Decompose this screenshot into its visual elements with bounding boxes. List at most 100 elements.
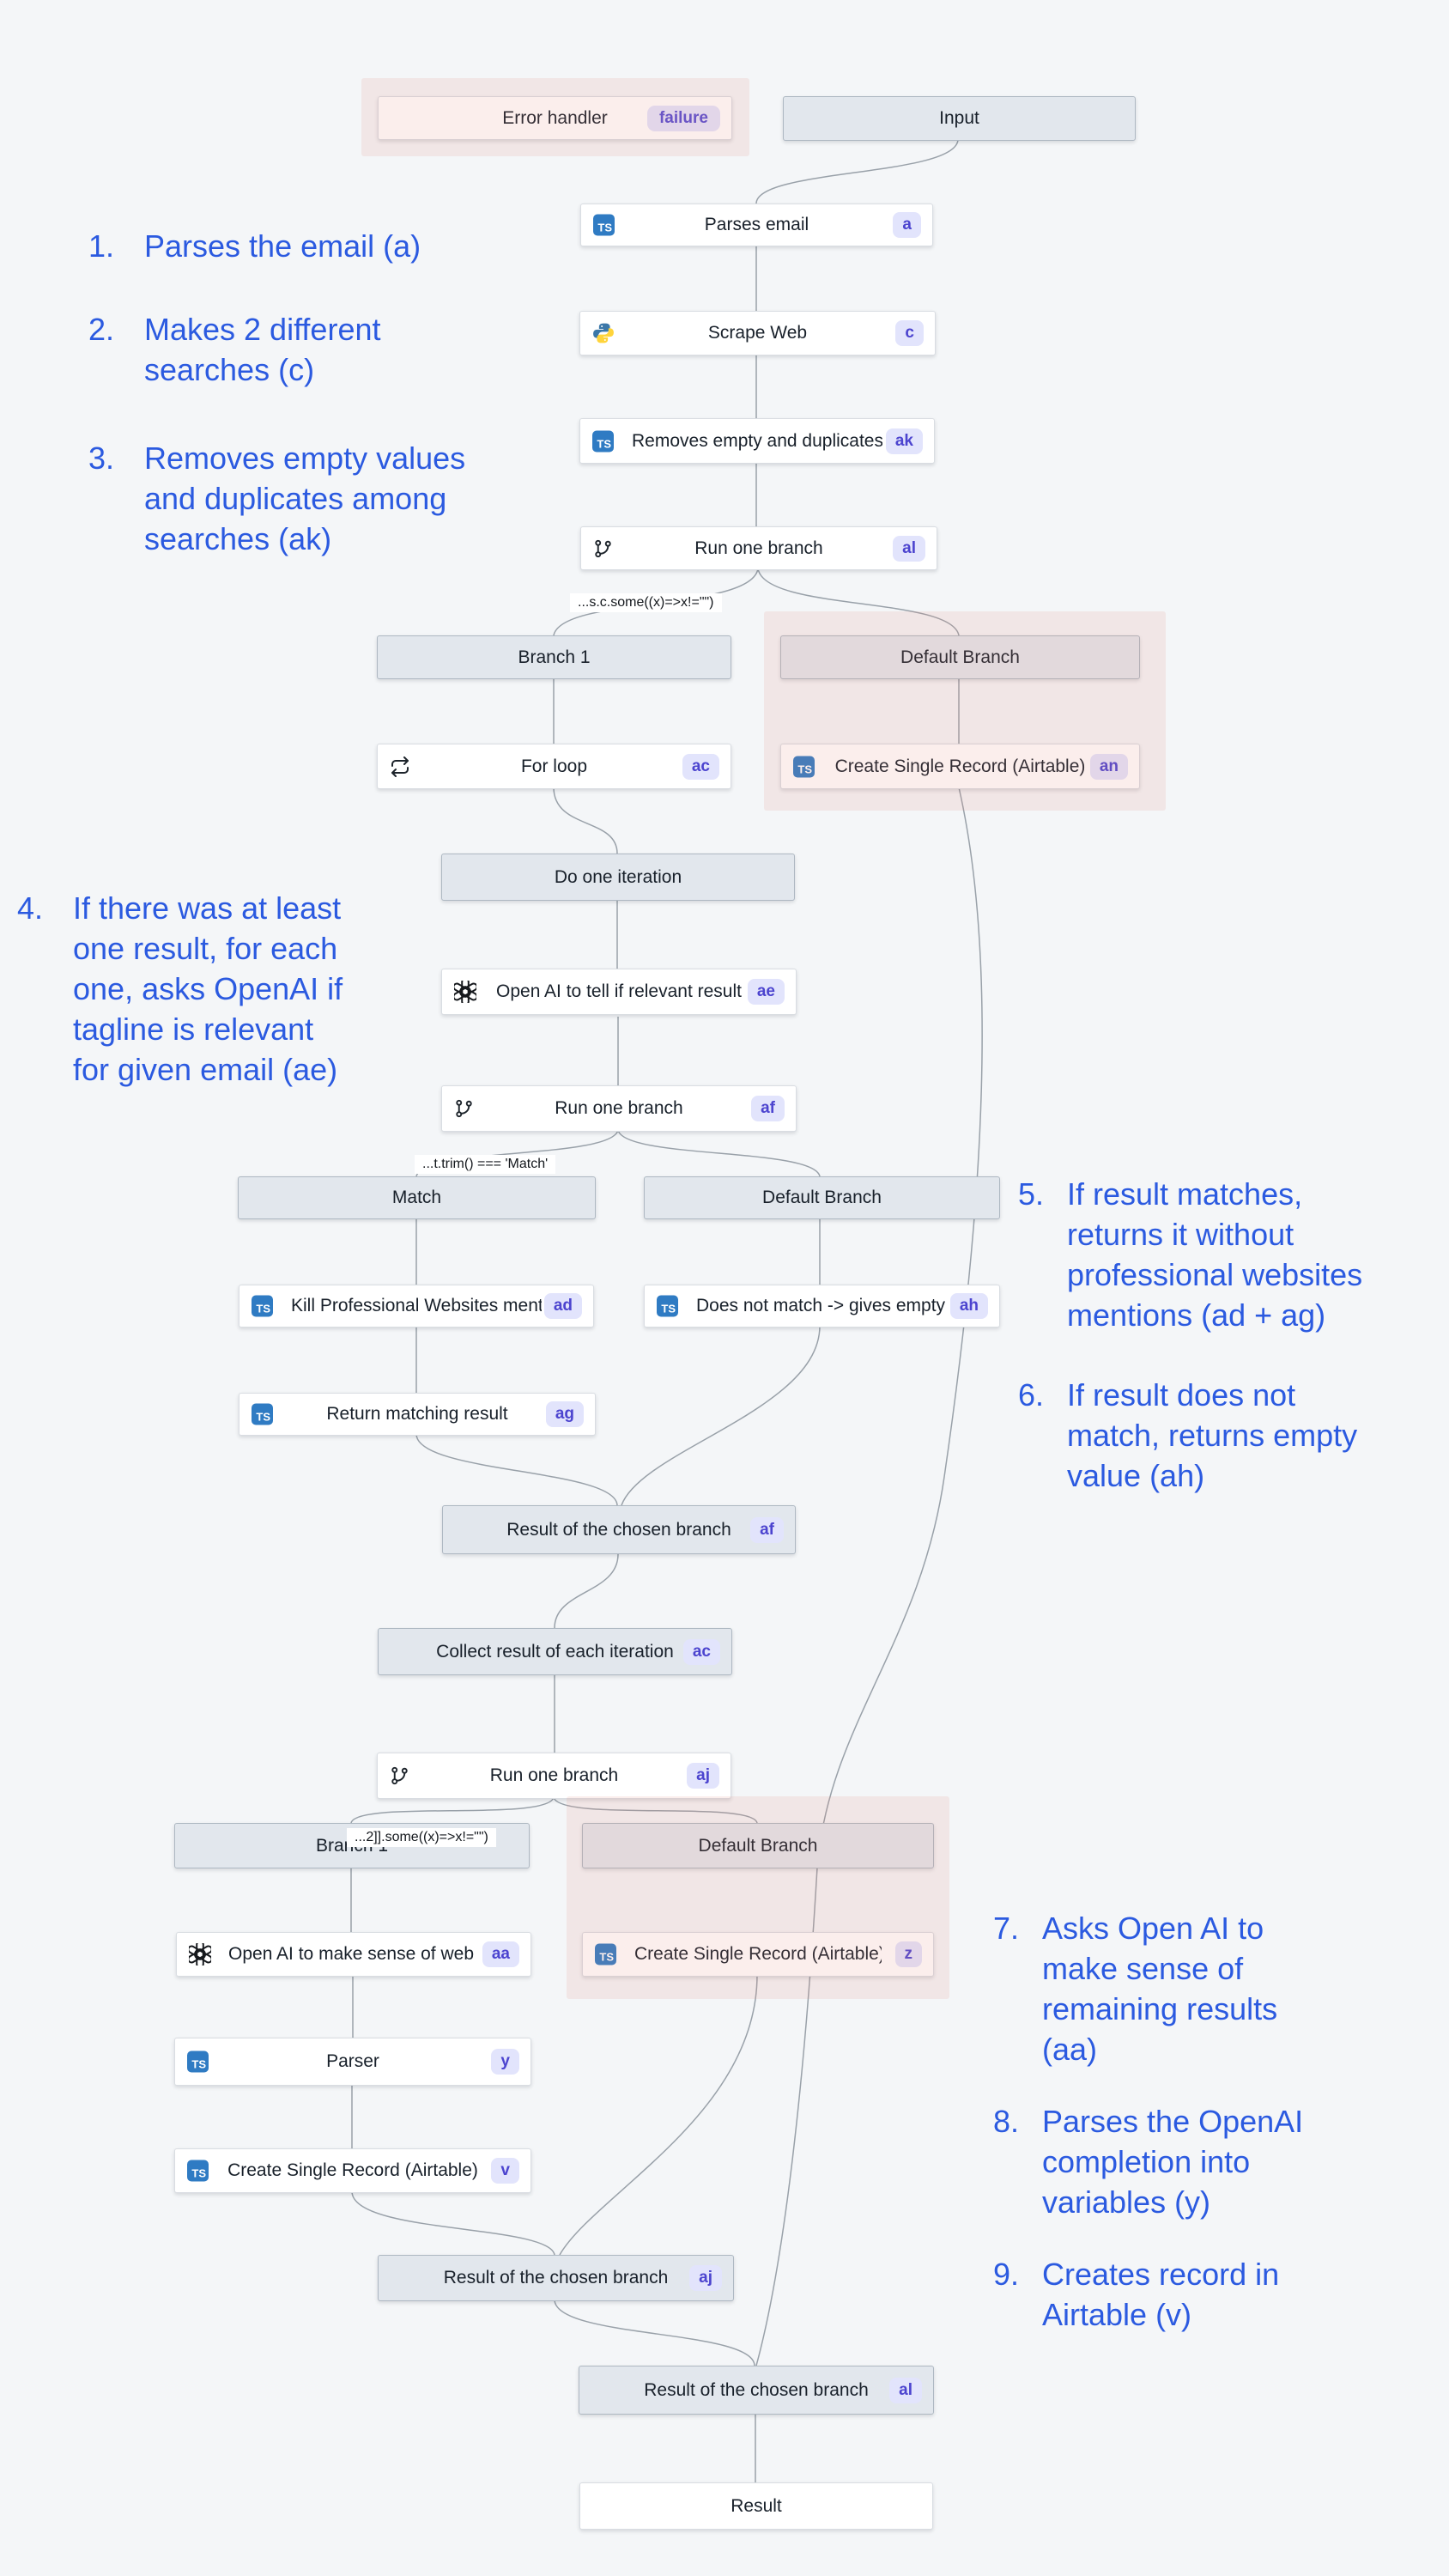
- node-label: Result of the chosen branch: [506, 1519, 731, 1540]
- node-label: Default Branch: [762, 1188, 882, 1207]
- node-removes-empty-duplicates[interactable]: TS Removes empty and duplicates ak: [579, 418, 935, 464]
- node-result-branch-aj[interactable]: Result of the chosen branch aj: [378, 2255, 734, 2301]
- node-label: Does not match -> gives empty value: [696, 1296, 948, 1315]
- git-branch-icon: [454, 1099, 474, 1119]
- annotation-number: 1.: [88, 228, 115, 264]
- node-badge: af: [751, 1096, 785, 1121]
- node-label: Collect result of each iteration: [436, 1641, 674, 1662]
- annotation-7: 7. Asks Open AI to make sense of remaini…: [993, 1908, 1277, 2069]
- annotation-number: 5.: [1018, 1176, 1045, 1212]
- node-input[interactable]: Input: [783, 96, 1136, 141]
- openai-icon: [189, 1943, 211, 1965]
- node-badge: ac: [682, 753, 719, 780]
- node-badge: aa: [482, 1941, 519, 1967]
- node-result-final[interactable]: Result: [579, 2482, 933, 2530]
- node-label: Open AI to tell if relevant result: [496, 981, 742, 1001]
- failure-badge: failure: [646, 105, 720, 131]
- node-parses-email[interactable]: TS Parses email a: [580, 204, 933, 246]
- annotation-4: 4. If there was at least one result, for…: [17, 888, 343, 1090]
- annotation-number: 3.: [88, 440, 115, 476]
- node-do-one-iteration[interactable]: Do one iteration: [441, 854, 795, 901]
- node-label: Create Single Record (Airtable): [834, 756, 1086, 776]
- typescript-icon: TS: [595, 1943, 616, 1965]
- node-badge: ad: [543, 1293, 582, 1319]
- node-badge: aj: [687, 1763, 719, 1789]
- node-badge: ae: [747, 979, 785, 1005]
- node-run-one-branch-aj[interactable]: Run one branch aj: [377, 1753, 731, 1799]
- annotation-number: 6.: [1018, 1377, 1045, 1413]
- node-for-loop[interactable]: For loop ac: [377, 744, 731, 789]
- node-label: Result: [731, 2495, 782, 2516]
- node-does-not-match[interactable]: TS Does not match -> gives empty value a…: [644, 1285, 1000, 1327]
- annotation-2: 2. Makes 2 different searches (c): [88, 309, 380, 390]
- typescript-icon: TS: [657, 1295, 678, 1317]
- node-default-branch-header-bottom[interactable]: Default Branch: [582, 1823, 934, 1868]
- node-badge: an: [1089, 753, 1128, 780]
- node-label: Run one branch: [694, 538, 823, 558]
- typescript-icon: TS: [593, 214, 615, 236]
- node-badge: v: [491, 2158, 519, 2184]
- branch-condition-label: ...s.c.some((x)=>x!=""): [570, 593, 722, 612]
- annotation-text: Parses the OpenAI completion into variab…: [1042, 2104, 1304, 2220]
- node-openai-relevant[interactable]: Open AI to tell if relevant result ae: [441, 969, 797, 1015]
- node-badge: ag: [545, 1401, 584, 1427]
- annotation-text: If result matches, returns it without pr…: [1067, 1176, 1363, 1333]
- node-label: Create Single Record (Airtable): [634, 1944, 882, 1964]
- node-badge: ak: [885, 428, 923, 454]
- node-label: Default Branch: [698, 1835, 818, 1856]
- node-run-one-branch-af[interactable]: Run one branch af: [441, 1085, 797, 1132]
- annotation-number: 7.: [993, 1911, 1020, 1946]
- node-badge: ah: [949, 1293, 988, 1319]
- node-collect-result[interactable]: Collect result of each iteration ac: [378, 1628, 732, 1675]
- node-result-branch-al[interactable]: Result of the chosen branch al: [579, 2366, 934, 2415]
- node-label: Removes empty and duplicates: [632, 430, 882, 451]
- node-label: Run one branch: [489, 1765, 619, 1785]
- node-label: For loop: [520, 756, 588, 776]
- node-create-record-v[interactable]: TS Create Single Record (Airtable) v: [174, 2148, 531, 2193]
- node-badge: c: [895, 320, 924, 346]
- node-branch1-header[interactable]: Branch 1: [377, 635, 731, 679]
- node-error-handler[interactable]: Error handler failure: [378, 96, 732, 140]
- typescript-icon: TS: [592, 430, 614, 452]
- annotation-text: Creates record in Airtable (v): [1042, 2257, 1280, 2332]
- python-icon: [592, 322, 615, 344]
- node-kill-mentions[interactable]: TS Kill Professional Websites mentions a…: [239, 1285, 594, 1327]
- annotation-text: Removes empty values and duplicates amon…: [144, 440, 466, 556]
- node-create-record-z[interactable]: TS Create Single Record (Airtable) z: [582, 1932, 934, 1977]
- node-label: Branch 1: [518, 647, 591, 667]
- node-badge: z: [894, 1941, 922, 1967]
- node-run-one-branch-al[interactable]: Run one branch al: [580, 526, 937, 570]
- git-branch-icon: [390, 1766, 409, 1786]
- node-label: Result of the chosen branch: [644, 2379, 869, 2400]
- node-badge: al: [893, 535, 925, 562]
- node-label: Scrape Web: [707, 323, 808, 343]
- node-badge: ac: [682, 1638, 720, 1665]
- node-label: Result of the chosen branch: [443, 2268, 669, 2287]
- typescript-icon: TS: [793, 756, 815, 777]
- node-label: Default Branch: [900, 647, 1020, 667]
- node-label: Run one branch: [555, 1098, 683, 1118]
- annotation-5: 5. If result matches, returns it without…: [1018, 1174, 1362, 1335]
- node-label: Return matching result: [326, 1404, 508, 1424]
- node-result-branch-af[interactable]: Result of the chosen branch af: [442, 1505, 796, 1554]
- annotation-text: Asks Open AI to make sense of remaining …: [1042, 1911, 1278, 2067]
- node-label: Error handler: [502, 107, 608, 128]
- git-branch-icon: [593, 538, 613, 558]
- annotation-1: 1. Parses the email (a): [88, 226, 421, 266]
- annotation-number: 4.: [17, 890, 44, 926]
- typescript-icon: TS: [187, 2050, 209, 2073]
- node-match-header[interactable]: Match: [238, 1176, 596, 1219]
- annotation-3: 3. Removes empty values and duplicates a…: [88, 438, 465, 559]
- branch-condition-label: ...2]].some((x)=>x!=""): [347, 1828, 496, 1847]
- node-default-branch-header[interactable]: Default Branch: [780, 635, 1140, 679]
- node-openai-web-info[interactable]: Open AI to make sense of web info aa: [176, 1932, 531, 1977]
- node-return-matching[interactable]: TS Return matching result ag: [239, 1393, 596, 1436]
- node-scrape-web[interactable]: Scrape Web c: [579, 311, 936, 355]
- node-badge: a: [893, 212, 921, 238]
- annotation-text: Parses the email (a): [144, 228, 421, 264]
- node-create-record-an[interactable]: TS Create Single Record (Airtable) an: [780, 744, 1140, 789]
- node-parser[interactable]: TS Parser y: [174, 2038, 531, 2086]
- node-default-branch-header-mid[interactable]: Default Branch: [644, 1176, 1000, 1219]
